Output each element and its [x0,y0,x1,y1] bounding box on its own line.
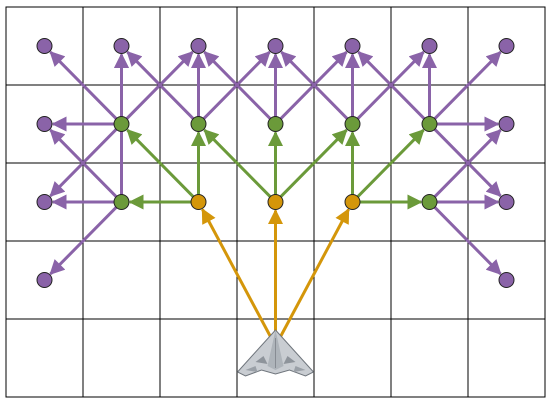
node-level-3 [36,116,53,132]
edge-level-3 [433,50,502,120]
flying-wing-aircraft-icon [236,329,315,377]
edge-level-1 [274,208,350,347]
edges [49,50,502,347]
node-level-2 [267,116,284,132]
edge-level-3 [49,128,118,198]
edge-level-2 [356,128,425,198]
edge-level-2 [203,128,272,198]
node-level-1 [267,194,284,210]
edge-level-3 [126,50,195,120]
node-level-2 [344,116,361,132]
node-level-3 [498,194,515,210]
node-level-3 [498,38,515,54]
edge-level-3 [203,50,272,120]
node-level-3 [36,38,53,54]
node-level-3 [498,116,515,132]
node-level-3 [36,272,53,288]
edge-level-2 [279,128,348,198]
edge-level-2 [126,128,195,198]
node-level-3 [267,38,284,54]
node-level-2 [421,116,438,132]
node-level-3 [190,38,207,54]
node-level-2 [421,194,438,210]
node-level-3 [498,272,515,288]
edge-level-3 [433,206,502,276]
node-level-3 [344,38,361,54]
edge-level-3 [357,50,426,120]
node-level-2 [190,116,207,132]
node-level-3 [113,38,130,54]
nodes [36,38,515,288]
node-level-3 [421,38,438,54]
edge-level-3 [433,128,502,198]
node-level-2 [113,116,130,132]
node-level-1 [190,194,207,210]
edge-level-3 [49,206,118,276]
node-level-1 [344,194,361,210]
node-level-2 [113,194,130,210]
edge-level-3 [49,50,118,120]
edge-level-3 [280,50,349,120]
edge-level-1 [201,208,277,347]
node-level-3 [36,194,53,210]
